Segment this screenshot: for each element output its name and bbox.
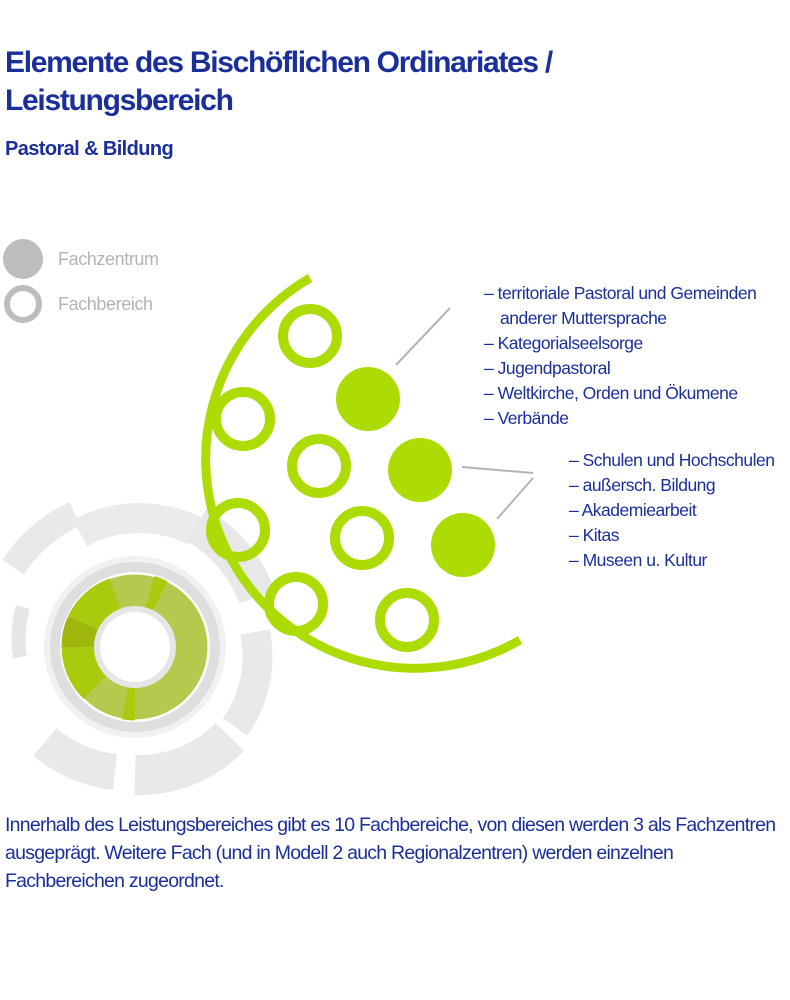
legend-label-fachzentrum: Fachzentrum [58,249,159,269]
legend-label-fachbereich: Fachbereich [58,294,153,314]
connector-line [395,307,451,366]
container-arc [201,274,523,673]
list-item: – Jugendpastoral [484,358,611,378]
fachbereich-circle [211,387,275,451]
list-item: – territoriale Pastoral und Gemeinden [484,283,757,303]
list-item: anderer Muttersprache [500,308,667,328]
connector-line [496,477,534,520]
list-item: – Kitas [569,525,620,545]
title-line-2: Leistungsbereich [5,84,234,117]
fachzentrum-circle [431,513,495,577]
page-title: Elemente des Bischöflichen Ordinariates … [5,44,553,120]
connector-line [461,466,534,474]
filled-circle-icon [3,239,43,279]
description-text: Innerhalb des Leistungsbereiches gibt es… [5,814,776,892]
fachbereich-circle [278,304,342,368]
list-item: – Weltkirche, Orden und Ökumene [484,383,738,403]
list-item: – Museen u. Kultur [569,550,707,570]
fachbereich-circle [264,572,328,636]
list-item: – außersch. Bildung [569,475,716,495]
callout-list-pastoral: – territoriale Pastoral und Gemeinden an… [484,281,757,431]
list-item: – Schulen und Hochschulen [569,450,775,470]
fachbereich-circle [375,588,439,652]
title-line-1: Elemente des Bischöflichen Ordinariates … [5,46,553,79]
fachbereich-circle [330,506,394,570]
list-item: – Verbände [484,408,569,428]
fachbereich-circle [287,434,351,498]
page-subtitle: Pastoral & Bildung [5,138,174,160]
callout-list-bildung: – Schulen und Hochschulen – außersch. Bi… [569,448,775,573]
fachbereich-circle [206,498,270,562]
fachzentrum-circle [336,367,400,431]
outline-circle-icon [4,285,42,323]
list-item: – Kategorialseelsorge [484,333,643,353]
list-item: – Akademiearbeit [569,500,697,520]
fachzentrum-circle [388,438,452,502]
